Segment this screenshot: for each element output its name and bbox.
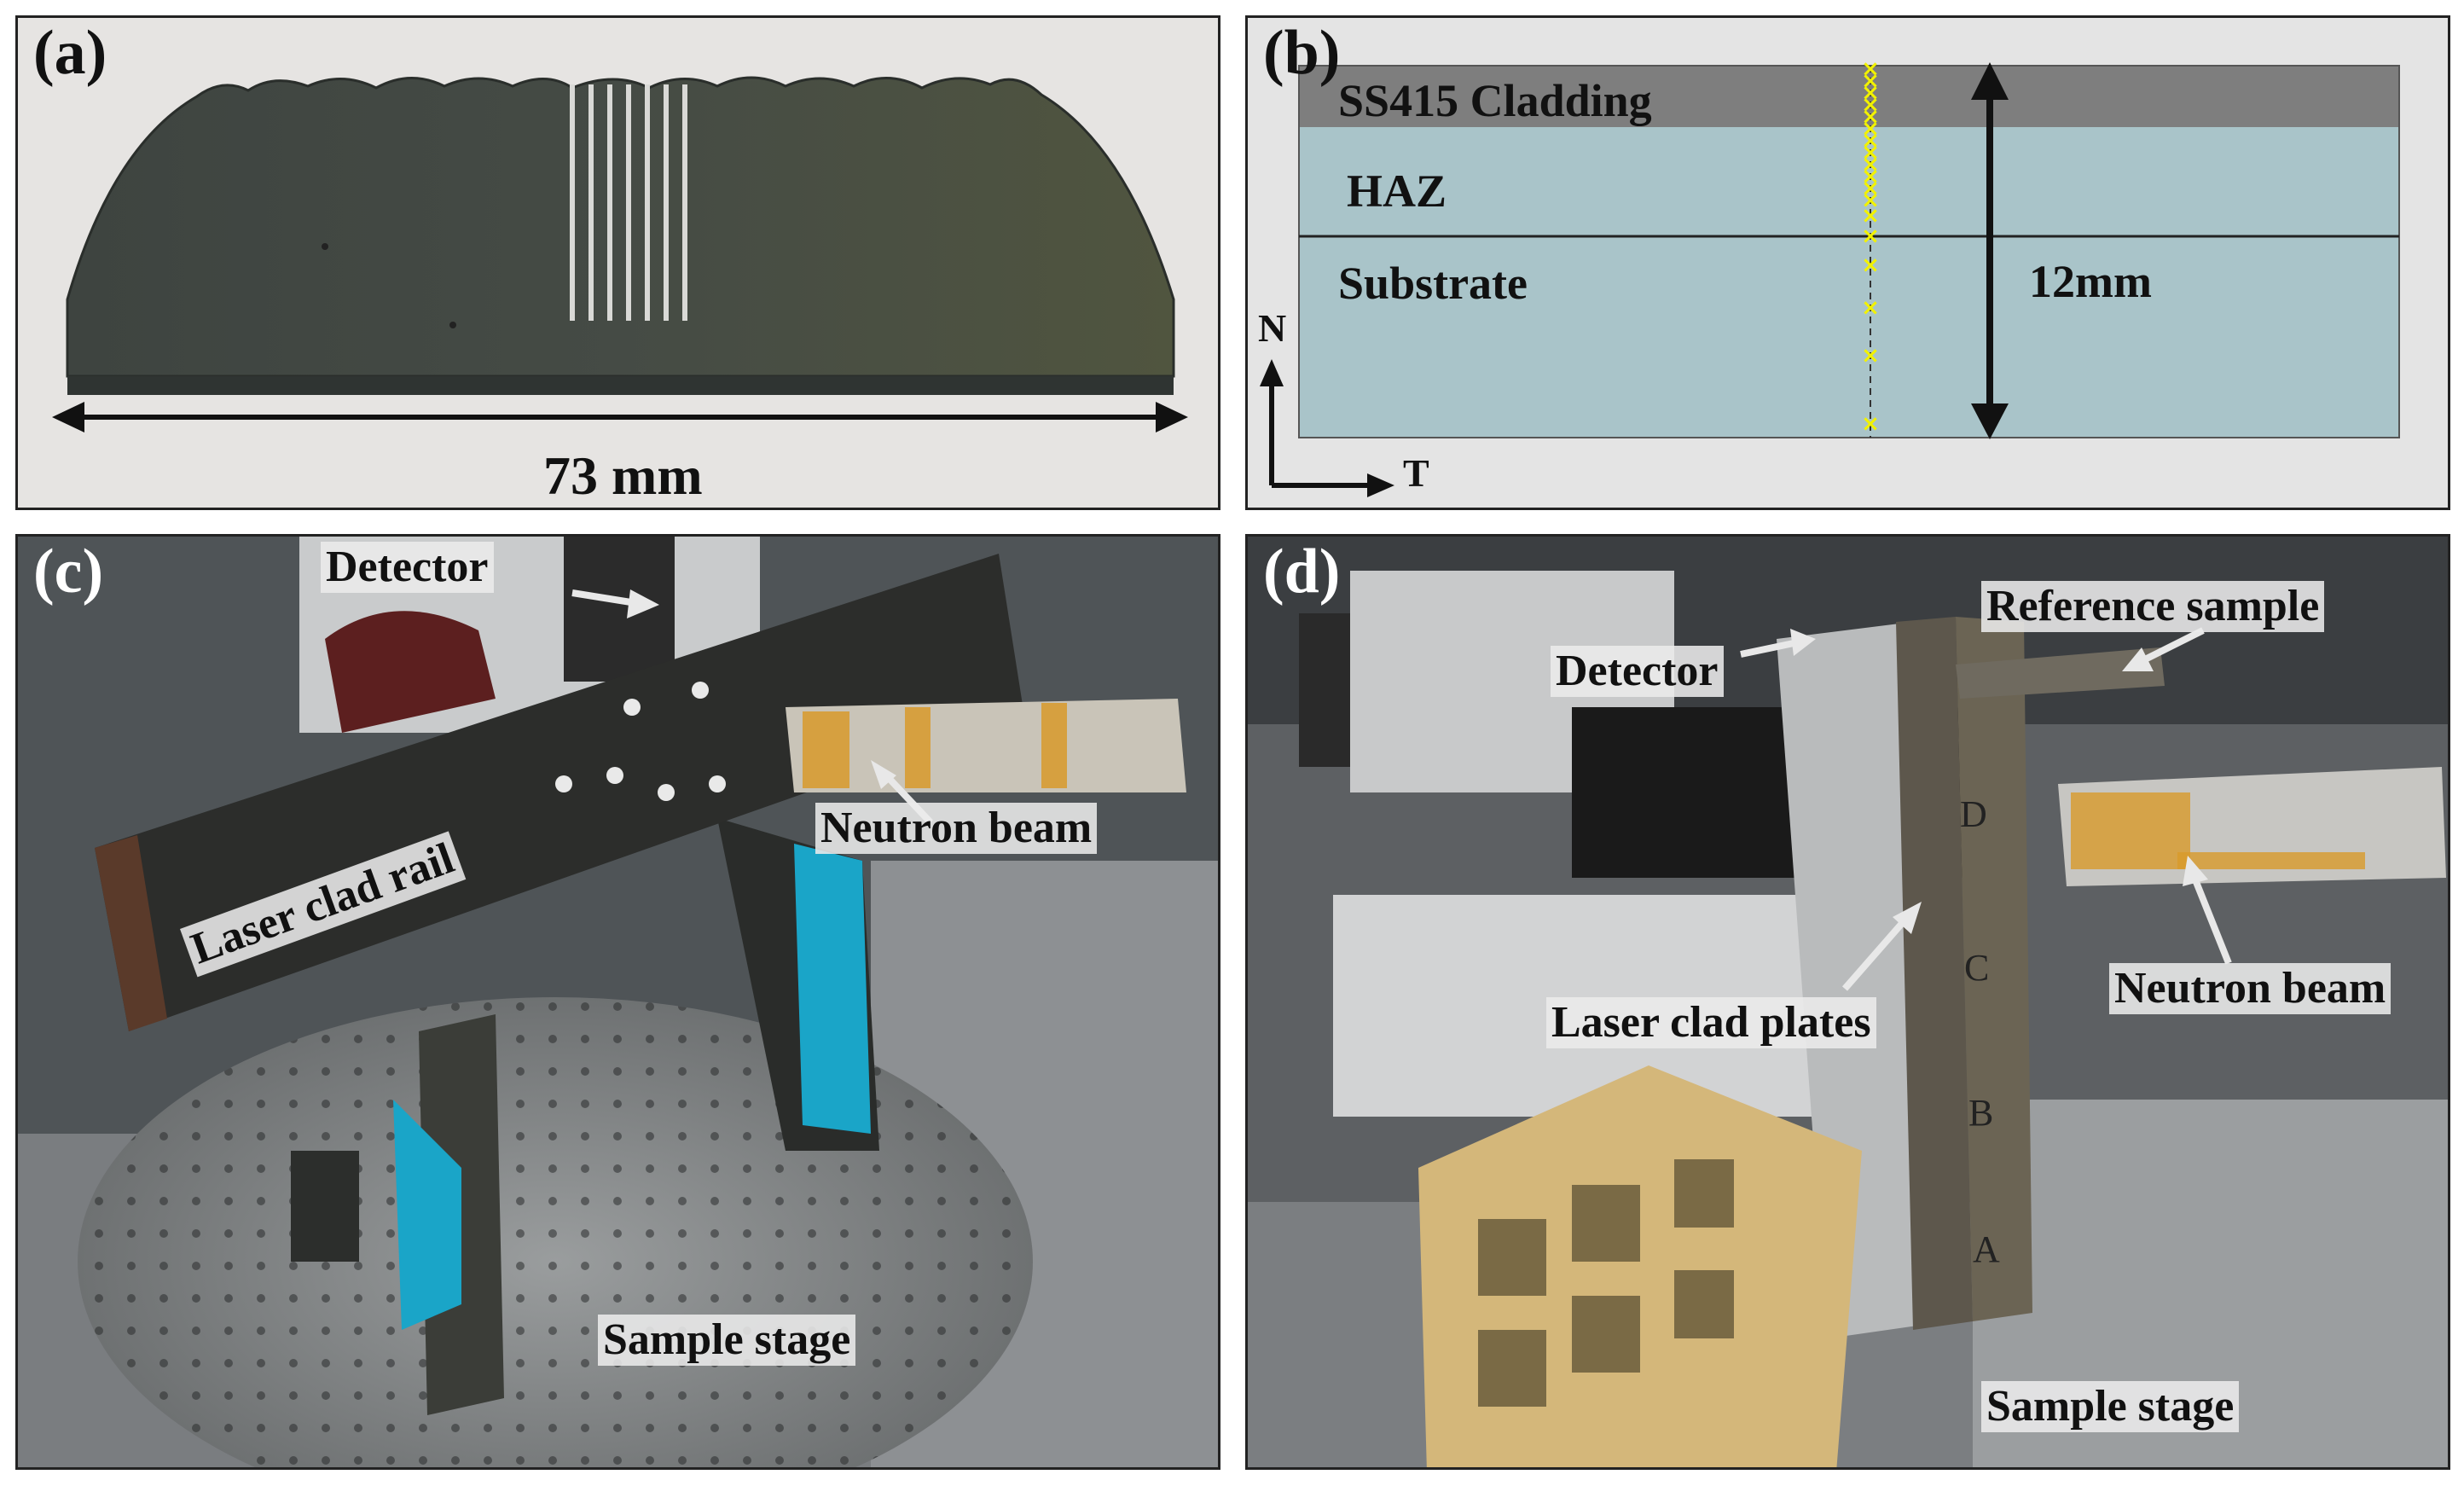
blue-clamp-right	[794, 844, 871, 1134]
haz-layer	[1299, 127, 2399, 236]
thickness-label: 12mm	[2029, 256, 2152, 307]
detector-pointer	[571, 589, 659, 618]
panel-a: (a) 73 mm	[15, 15, 1220, 510]
panel-b: ×××××××××××××××××× (b) SS415 Cladding HA…	[1245, 15, 2450, 510]
plates-pointer	[1841, 902, 1922, 991]
gold-rack	[1418, 1065, 1862, 1467]
measurement-point-marker: ×	[1861, 164, 1880, 189]
edm-slits	[570, 84, 687, 321]
panel-b-label: (b)	[1263, 18, 1341, 88]
measurement-point-marker: ×	[1861, 295, 1880, 321]
detector-label-c: Detector	[321, 542, 494, 593]
haz-label: HAZ	[1347, 165, 1447, 217]
measurement-point-marker: ×	[1861, 343, 1880, 369]
plates-label: Laser clad plates	[1546, 997, 1876, 1048]
reference-sample	[1956, 647, 2165, 699]
measurement-point-marker: ×	[1861, 223, 1880, 249]
panel-a-label: (a)	[33, 18, 107, 88]
measurement-point-marker: ×	[1861, 411, 1880, 437]
plate-letter-c: C	[1964, 947, 1990, 989]
reference-pointer	[2122, 627, 2205, 671]
sample-slice	[66, 76, 1175, 378]
axes-indicator	[1260, 359, 1394, 497]
clad-plates	[1896, 617, 2032, 1330]
plate-letter-d: D	[1960, 793, 1987, 835]
measurement-point-marker: ×	[1861, 203, 1880, 229]
measurement-point-marker: ×	[1861, 68, 1880, 94]
measurement-point-marker: ×	[1861, 80, 1880, 106]
detector-label-d: Detector	[1551, 646, 1724, 697]
beam-pointer-d	[2183, 856, 2232, 965]
panel-c: (c) Detector Neutron beam Laser clad rai…	[15, 534, 1220, 1470]
dimension-arrow	[52, 402, 1188, 432]
sample-edge	[67, 376, 1174, 395]
cladding-label: SS415 Cladding	[1338, 75, 1652, 126]
stage-label-c: Sample stage	[598, 1315, 856, 1366]
thickness-arrow	[1971, 62, 2009, 439]
panel-c-label: (c)	[33, 537, 104, 607]
cladding-layer	[1299, 66, 2399, 127]
detector-pointer-d	[1740, 629, 1816, 658]
neutron-beam-label-d: Neutron beam	[2109, 963, 2392, 1014]
measurement-point-marker: ×	[1861, 104, 1880, 130]
c-clamp	[325, 611, 496, 733]
reference-label: Reference sample	[1981, 581, 2325, 632]
measurement-point-marker: ×	[1861, 253, 1880, 278]
measurement-point-marker: ×	[1861, 92, 1880, 118]
neutron-beam-label-c: Neutron beam	[815, 803, 1098, 854]
substrate-label: Substrate	[1338, 258, 1528, 309]
setup-photo-c	[18, 537, 1218, 1467]
plate-letter-a: A	[1973, 1228, 2000, 1270]
measurement-point-marker: ×	[1861, 140, 1880, 165]
measurement-point-marker: ×	[1861, 176, 1880, 201]
measurement-point-marker: ×	[1861, 152, 1880, 177]
axis-t-label: T	[1403, 451, 1429, 495]
layer-schematic: ××××××××××××××××××	[1260, 56, 2400, 497]
stage-label-d: Sample stage	[1981, 1381, 2240, 1432]
measurement-point-marker: ×	[1861, 128, 1880, 154]
length-label: 73 mm	[543, 445, 703, 506]
measurement-point-marker: ×	[1861, 188, 1880, 213]
substrate-layer	[1299, 236, 2399, 438]
panel-d: (d) Reference sample Detector Neutron be…	[1245, 534, 2450, 1470]
measurement-point-marker: ×	[1861, 116, 1880, 142]
measurement-points: ××××××××××××××××××	[1861, 56, 1880, 437]
blue-clamp-left	[393, 1100, 461, 1330]
axis-n-label: N	[1258, 306, 1287, 350]
panel-d-label: (d)	[1263, 537, 1341, 607]
plate-letter-b: B	[1968, 1092, 1994, 1134]
sample-photo	[52, 76, 1188, 432]
measurement-point-marker: ×	[1861, 56, 1880, 82]
